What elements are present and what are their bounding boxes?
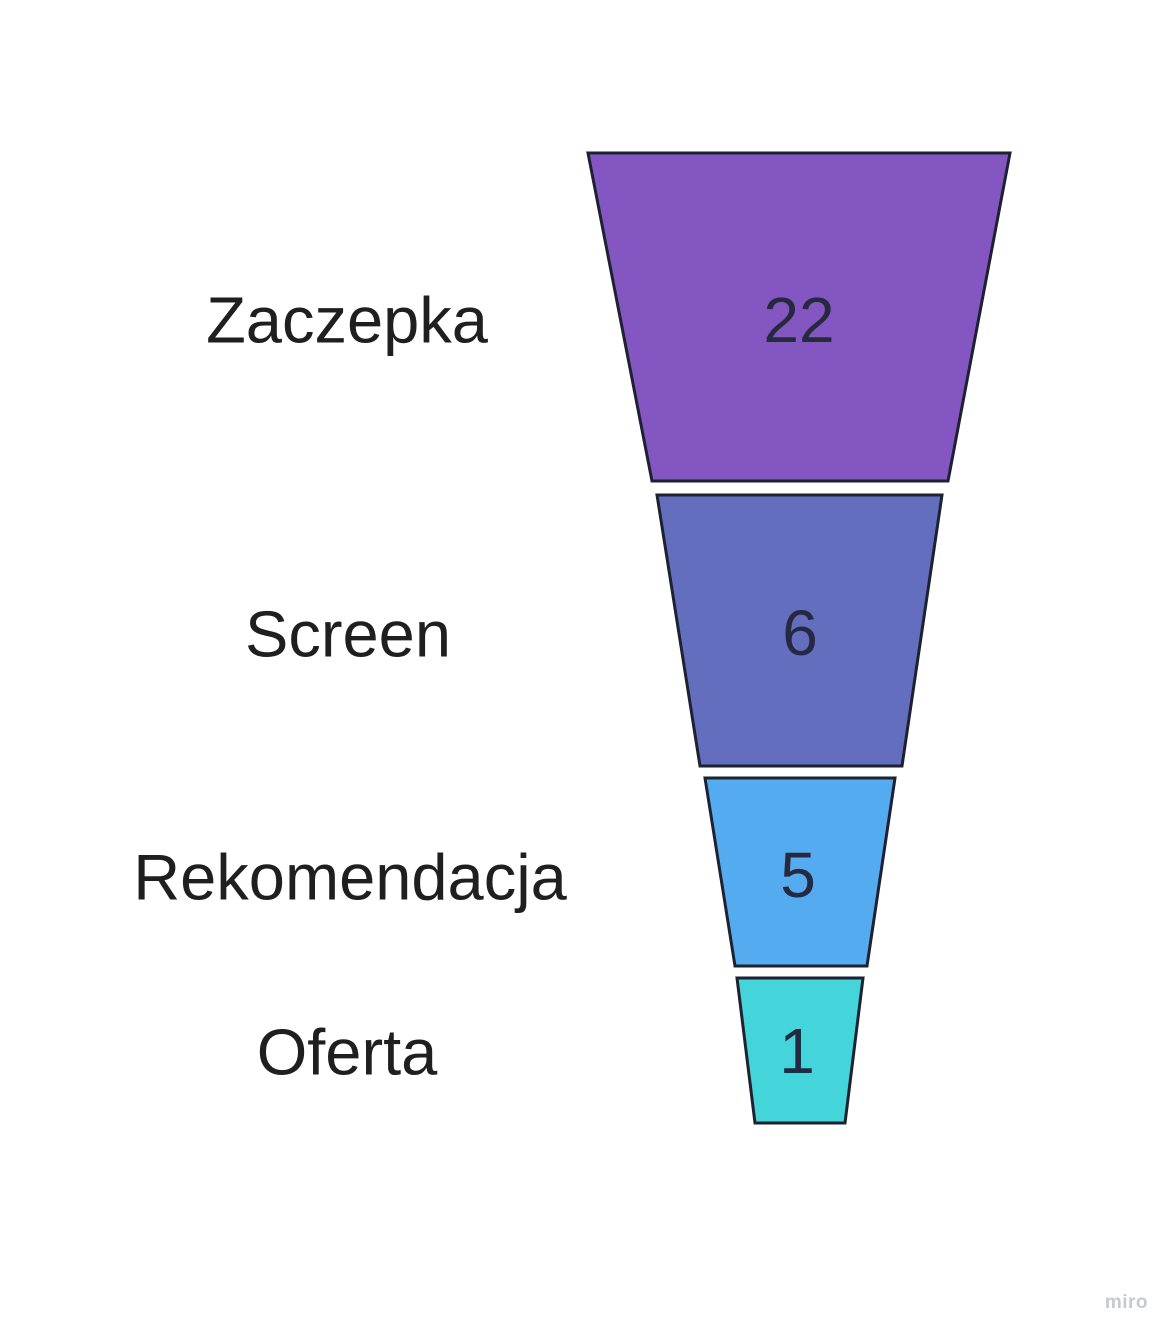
stage-label-screen: Screen bbox=[245, 597, 451, 671]
funnel-segment-oferta[interactable] bbox=[735, 976, 865, 1125]
stage-value-screen: 6 bbox=[782, 597, 818, 669]
stage-value-rekomendacja: 5 bbox=[780, 839, 816, 911]
stage-label-zaczepka: Zaczepka bbox=[206, 283, 488, 357]
stage-label-rekomendacja: Rekomendacja bbox=[133, 840, 567, 914]
stage-value-oferta: 1 bbox=[779, 1015, 815, 1087]
funnel-segment-zaczepka[interactable] bbox=[586, 151, 1012, 483]
funnel-segment-screen[interactable] bbox=[655, 493, 944, 768]
miro-watermark-logo: miro bbox=[1104, 1292, 1148, 1313]
stage-label-oferta: Oferta bbox=[256, 1015, 438, 1089]
funnel-segment-rekomendacja[interactable] bbox=[703, 776, 897, 968]
stage-value-zaczepka: 22 bbox=[763, 284, 835, 356]
